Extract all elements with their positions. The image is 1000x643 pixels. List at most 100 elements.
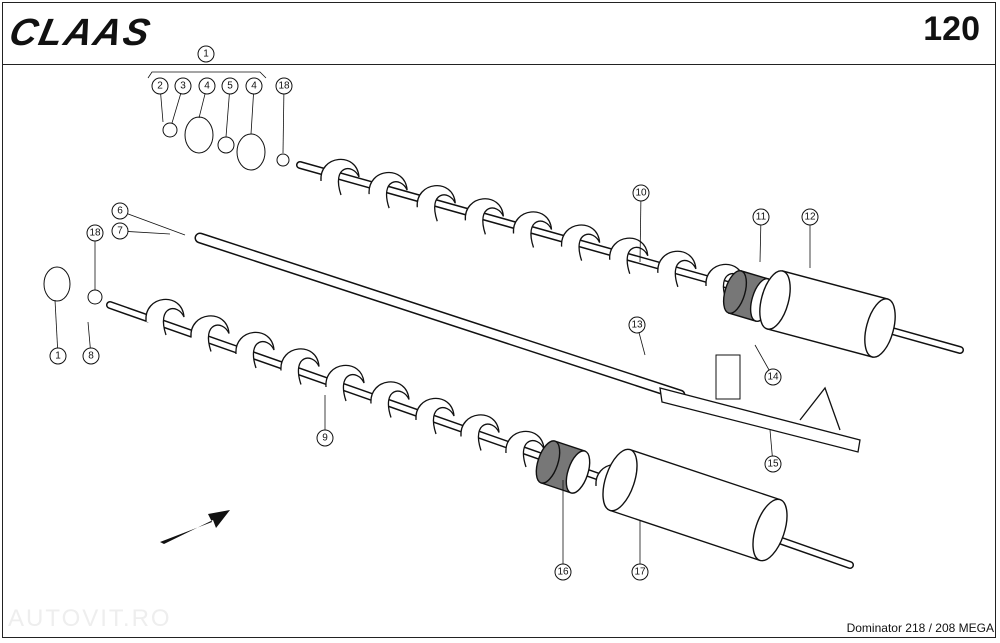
callout-label: 18 [89, 228, 101, 239]
bearing-18b [87, 289, 103, 305]
callout-label: 1 [55, 351, 61, 362]
callout-circle [801, 208, 819, 226]
lower-auger-flights-flight [190, 315, 230, 352]
callout-7: 7 [111, 222, 129, 240]
callout-circle [86, 224, 104, 242]
upper-auger-flights-flight [560, 224, 601, 261]
bracket-frame-15 [659, 387, 861, 453]
callout-label: 7 [117, 226, 123, 237]
callout-2: 2 [151, 77, 169, 95]
callout-3: 3 [174, 77, 192, 95]
lower-auger-flights-flight [460, 414, 500, 451]
group-bracket [147, 71, 267, 79]
lower-auger-flights-flight [280, 348, 320, 385]
callout-circle [111, 222, 129, 240]
upper-auger-flights-flight [609, 237, 649, 274]
lower-auger-flights-flight [145, 298, 185, 336]
callout-label: 10 [635, 188, 647, 199]
callout-label: 16 [557, 567, 569, 578]
callout-label: 2 [157, 81, 163, 92]
bracket-arm [799, 386, 841, 431]
callout-label: 15 [767, 459, 779, 470]
lower-cylinder-17-start [602, 448, 638, 512]
callout-label: 5 [227, 81, 233, 92]
callout-9: 9 [316, 429, 334, 447]
upper-auger-flights-flight [657, 250, 697, 288]
callout-circle [197, 45, 215, 63]
callout-16: 16 [554, 563, 572, 581]
callout-label: 17 [634, 567, 646, 578]
callout-circle [174, 77, 192, 95]
nut-3 [162, 122, 178, 138]
callout-circle [245, 77, 263, 95]
lower-auger-flights-flight [370, 381, 410, 418]
callout-label: 9 [322, 433, 328, 444]
upper-cylinder-12-end [864, 298, 896, 358]
page-number: 120 [923, 10, 980, 48]
upper-auger-flights [320, 158, 745, 301]
callout-circle [198, 77, 216, 95]
callout-circle [631, 563, 649, 581]
bearing-5 [217, 136, 235, 154]
callout-label: 11 [756, 212, 767, 223]
callout-circle [632, 184, 650, 202]
callout-12: 12 [801, 208, 819, 226]
callout-label: 4 [204, 81, 210, 92]
callout-circle [554, 563, 572, 581]
callout-14: 14 [764, 368, 782, 386]
callout-label: 4 [251, 81, 257, 92]
callout-5: 5 [221, 77, 239, 95]
callout-label: 8 [88, 351, 94, 362]
callout-18: 18 [275, 77, 293, 95]
callout-15: 15 [764, 455, 782, 473]
callout-circle [764, 368, 782, 386]
callout-circle [221, 77, 239, 95]
callout-circle [752, 208, 770, 226]
callout-circle [275, 77, 293, 95]
callout-1: 1 [49, 347, 67, 365]
callout-13: 13 [628, 316, 646, 334]
mount-plate [715, 354, 741, 400]
callout-circle [316, 429, 334, 447]
tube-15-fill [196, 234, 684, 399]
lower-auger-flights-flight [415, 397, 455, 435]
upper-auger-flights-flight [368, 171, 408, 209]
callout-leader [54, 299, 59, 357]
header-divider [2, 64, 996, 65]
upper-auger-flights-flight [512, 211, 553, 248]
callout-label: 6 [117, 206, 123, 217]
callout-6: 6 [111, 202, 129, 220]
callout-label: 14 [767, 372, 779, 383]
lower-auger-flights-flight [325, 364, 365, 402]
callout-leader [119, 210, 186, 236]
callout-label: 12 [804, 212, 816, 223]
flange-1 [43, 266, 71, 302]
callout-11: 11 [752, 208, 770, 226]
callout-1: 1 [197, 45, 215, 63]
callout-label: 1 [203, 49, 209, 60]
lower-cylinder-17-end [752, 498, 788, 562]
callout-4: 4 [198, 77, 216, 95]
flange-4 [184, 116, 214, 154]
bearing-18 [276, 153, 290, 167]
flange-4b [236, 133, 266, 171]
callout-label: 3 [180, 81, 186, 92]
direction-arrow-icon [160, 510, 230, 544]
callout-label: 18 [278, 81, 290, 92]
callout-10: 10 [632, 184, 650, 202]
callout-circle [111, 202, 129, 220]
lower-ring-16-end [565, 450, 591, 494]
upper-auger-flights-flight [416, 185, 456, 222]
callout-17: 17 [631, 563, 649, 581]
upper-auger-flights-flight [464, 198, 505, 235]
upper-ring-11-start [722, 270, 748, 314]
watermark: AUTOVIT.RO [8, 605, 172, 632]
callout-4: 4 [245, 77, 263, 95]
callout-circle [82, 347, 100, 365]
callout-8: 8 [82, 347, 100, 365]
callout-leader [225, 85, 231, 138]
callout-circle [151, 77, 169, 95]
